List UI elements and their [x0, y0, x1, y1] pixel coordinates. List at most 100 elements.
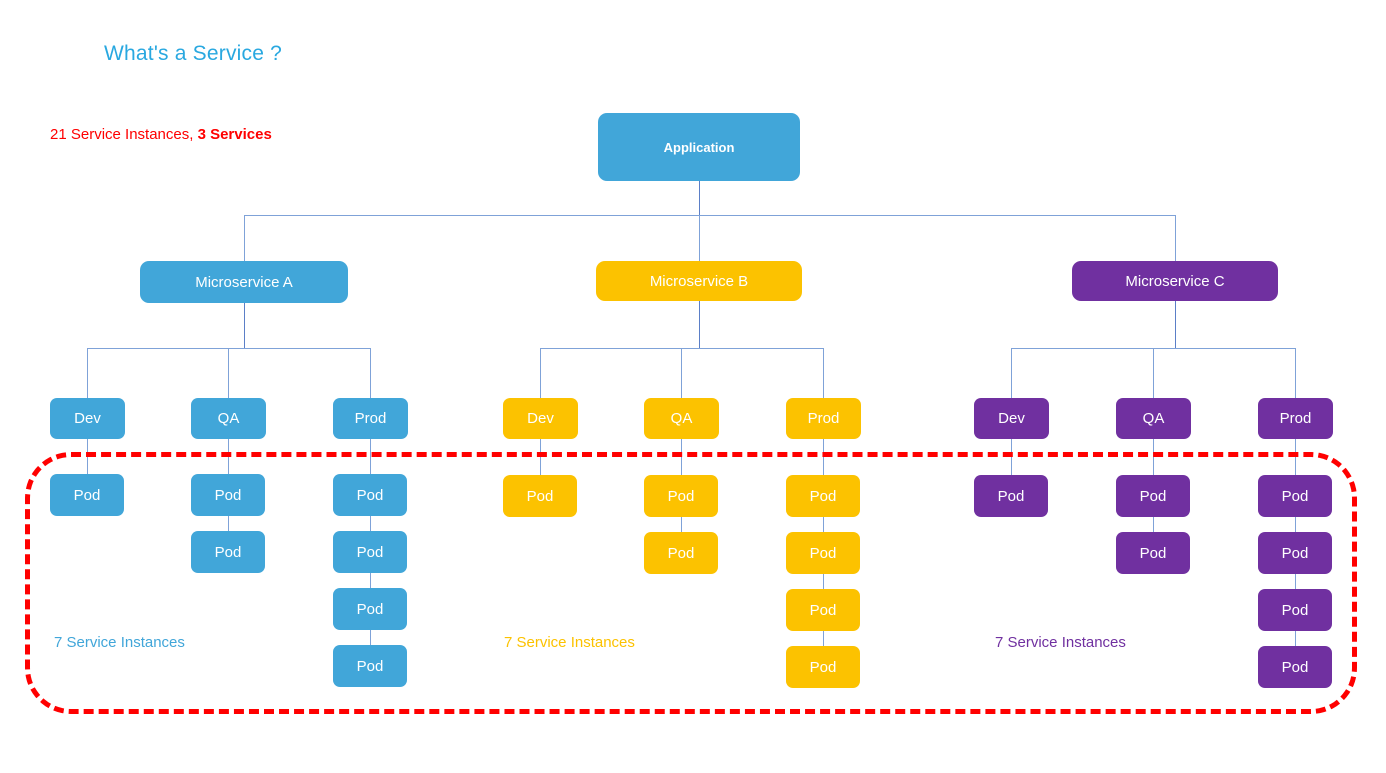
microservice-b-env-dev-label: Dev: [527, 410, 554, 427]
microservice-c-qa-pod-2[interactable]: Pod: [1116, 532, 1190, 574]
connector-microservice-a-prod-pod-2: [370, 516, 371, 531]
microservice-c-node[interactable]: Microservice C: [1072, 261, 1278, 301]
microservice-a-prod-pod-1-label: Pod: [356, 486, 384, 504]
microservice-b-prod-pod-4[interactable]: Pod: [786, 646, 860, 688]
microservice-a-prod-pod-4-label: Pod: [356, 657, 384, 675]
microservice-b-instances-label: 7 Service Instances: [504, 634, 635, 651]
summary-prefix: 21 Service Instances,: [50, 126, 198, 143]
microservice-a-qa-pod-1-label: Pod: [214, 486, 242, 504]
microservice-c-qa-pod-1-label: Pod: [1139, 487, 1167, 505]
connector-top-bus: [244, 215, 1175, 216]
microservice-a-node-label: Microservice A: [195, 273, 293, 291]
application-node-label: Application: [663, 139, 735, 155]
connector-microservice-b-prod-pod-1: [823, 439, 824, 475]
connector-microservice-c-stem: [1175, 301, 1176, 348]
microservice-c-qa-pod-2-label: Pod: [1139, 544, 1167, 562]
connector-to-microservice-b: [699, 215, 700, 261]
microservice-b-qa-pod-2-label: Pod: [667, 544, 695, 562]
microservice-c-dev-pod-1[interactable]: Pod: [974, 475, 1048, 517]
microservice-a-prod-pod-2-label: Pod: [356, 543, 384, 561]
microservice-a-qa-pod-1[interactable]: Pod: [191, 474, 265, 516]
connector-microservice-a-dev-pod-1: [87, 439, 88, 474]
connector-to-microservice-a: [244, 215, 245, 261]
connector-microservice-b-stem: [699, 301, 700, 348]
summary-emphasis: 3 Services: [197, 126, 272, 143]
microservice-a-env-qa[interactable]: QA: [191, 398, 266, 439]
microservice-b-node[interactable]: Microservice B: [596, 261, 802, 301]
microservice-a-qa-pod-2[interactable]: Pod: [191, 531, 265, 573]
microservice-a-prod-pod-2[interactable]: Pod: [333, 531, 407, 573]
connector-microservice-a-prod-pod-3: [370, 573, 371, 588]
microservice-a-prod-pod-3-label: Pod: [356, 600, 384, 618]
connector-microservice-b-qa-pod-2: [681, 517, 682, 532]
microservice-a-node[interactable]: Microservice A: [140, 261, 348, 303]
connector-microservice-a-prod-pod-4: [370, 630, 371, 645]
microservice-a-prod-pod-1[interactable]: Pod: [333, 474, 407, 516]
microservice-b-qa-pod-1[interactable]: Pod: [644, 475, 718, 517]
connector-root-stem: [699, 181, 700, 215]
microservice-c-prod-pod-2[interactable]: Pod: [1258, 532, 1332, 574]
microservice-c-prod-pod-3[interactable]: Pod: [1258, 589, 1332, 631]
microservice-b-env-qa-label: QA: [670, 410, 693, 427]
microservice-a-qa-pod-2-label: Pod: [214, 543, 242, 561]
connector-microservice-a-stem: [244, 303, 245, 348]
microservice-c-env-prod[interactable]: Prod: [1258, 398, 1333, 439]
connector-microservice-c-prod-pod-1: [1295, 439, 1296, 475]
microservice-a-env-prod[interactable]: Prod: [333, 398, 408, 439]
microservice-c-env-qa-label: QA: [1142, 410, 1165, 427]
microservice-c-prod-pod-4[interactable]: Pod: [1258, 646, 1332, 688]
microservice-c-prod-pod-1-label: Pod: [1281, 487, 1309, 505]
microservice-b-env-dev[interactable]: Dev: [503, 398, 578, 439]
microservice-a-env-dev-label: Dev: [74, 410, 101, 427]
microservice-c-dev-pod-1-label: Pod: [997, 487, 1025, 505]
connector-microservice-b-dev-pod-1: [540, 439, 541, 475]
connector-microservice-c-prod-pod-4: [1295, 631, 1296, 646]
connector-microservice-b-qa: [681, 348, 682, 398]
microservice-b-env-prod-label: Prod: [807, 410, 840, 427]
microservice-b-prod-pod-2[interactable]: Pod: [786, 532, 860, 574]
microservice-a-dev-pod-1-label: Pod: [73, 486, 101, 504]
connector-to-microservice-c: [1175, 215, 1176, 261]
connector-microservice-c-dev: [1011, 348, 1012, 398]
microservice-c-node-label: Microservice C: [1125, 272, 1225, 290]
microservice-b-prod-pod-3-label: Pod: [809, 601, 837, 619]
microservice-a-env-qa-label: QA: [217, 410, 240, 427]
microservice-b-prod-pod-1-label: Pod: [809, 487, 837, 505]
microservice-b-dev-pod-1[interactable]: Pod: [503, 475, 577, 517]
microservice-a-prod-pod-4[interactable]: Pod: [333, 645, 407, 687]
microservice-b-node-label: Microservice B: [649, 272, 749, 290]
connector-microservice-a-qa-pod-2: [228, 516, 229, 531]
connector-microservice-b-prod-pod-2: [823, 517, 824, 532]
microservice-b-qa-pod-2[interactable]: Pod: [644, 532, 718, 574]
microservice-c-env-qa[interactable]: QA: [1116, 398, 1191, 439]
connector-microservice-a-prod-pod-1: [370, 439, 371, 474]
connector-microservice-a-prod: [370, 348, 371, 398]
microservice-c-instances-label: 7 Service Instances: [995, 634, 1126, 651]
connector-microservice-c-prod: [1295, 348, 1296, 398]
microservice-a-prod-pod-3[interactable]: Pod: [333, 588, 407, 630]
microservice-b-env-qa[interactable]: QA: [644, 398, 719, 439]
connector-microservice-b-dev: [540, 348, 541, 398]
microservice-c-env-prod-label: Prod: [1279, 410, 1312, 427]
microservice-b-prod-pod-4-label: Pod: [809, 658, 837, 676]
page-title: What's a Service ?: [104, 42, 283, 65]
microservice-c-env-dev[interactable]: Dev: [974, 398, 1049, 439]
connector-microservice-c-dev-pod-1: [1011, 439, 1012, 475]
microservice-c-prod-pod-3-label: Pod: [1281, 601, 1309, 619]
connector-microservice-b-prod-pod-3: [823, 574, 824, 589]
microservice-b-prod-pod-3[interactable]: Pod: [786, 589, 860, 631]
microservice-b-prod-pod-1[interactable]: Pod: [786, 475, 860, 517]
connector-microservice-c-prod-pod-2: [1295, 517, 1296, 532]
microservice-b-env-prod[interactable]: Prod: [786, 398, 861, 439]
application-node[interactable]: Application: [598, 113, 800, 181]
microservice-c-qa-pod-1[interactable]: Pod: [1116, 475, 1190, 517]
summary-text: 21 Service Instances, 3 Services: [50, 126, 272, 143]
connector-microservice-c-qa-pod-1: [1153, 439, 1154, 475]
microservice-a-env-dev[interactable]: Dev: [50, 398, 125, 439]
microservice-b-qa-pod-1-label: Pod: [667, 487, 695, 505]
microservice-b-dev-pod-1-label: Pod: [526, 487, 554, 505]
microservice-c-prod-pod-1[interactable]: Pod: [1258, 475, 1332, 517]
connector-microservice-a-qa: [228, 348, 229, 398]
microservice-a-dev-pod-1[interactable]: Pod: [50, 474, 124, 516]
connector-microservice-c-prod-pod-3: [1295, 574, 1296, 589]
